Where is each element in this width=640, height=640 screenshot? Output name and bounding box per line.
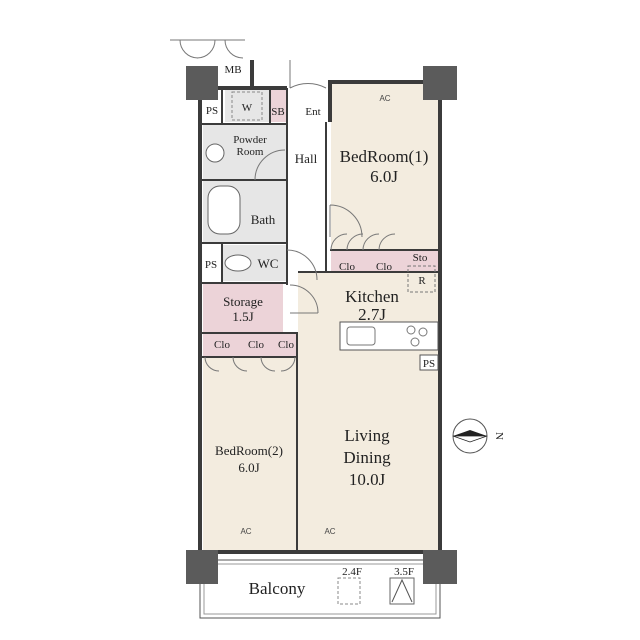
clo-bedroom2-1: Clo [214, 339, 230, 351]
bedroom1-size: 6.0J [370, 167, 398, 186]
pillar-top-right [423, 66, 457, 100]
ac-bedroom2: AC [240, 527, 251, 536]
powder-label-2: Room [237, 146, 264, 158]
bedroom1-label: BedRoom(1) [340, 147, 429, 166]
bathtub [207, 185, 241, 235]
storage-area [203, 284, 283, 332]
pillar-top-left [186, 66, 218, 100]
pillar-bottom-right [423, 550, 457, 584]
kitchen-sink [346, 326, 376, 346]
stove-burner-1 [406, 325, 416, 335]
outer-wall [198, 80, 442, 554]
refrigerator-space [407, 265, 436, 293]
hall-door-lower [286, 249, 318, 281]
floor-24-label: 2.4F [342, 566, 362, 578]
kitchen-size: 2.7J [358, 305, 386, 324]
stove-burner-3 [410, 337, 420, 347]
ent-label: Ent [305, 106, 320, 118]
entrance-door [289, 60, 327, 89]
clo-bedroom2-2: Clo [248, 339, 264, 351]
balcony-area [199, 559, 441, 619]
bath-door [254, 149, 286, 181]
balcony-rail [203, 563, 437, 615]
sb-label: SB [271, 106, 284, 118]
clo-bedroom1-1: Clo [339, 261, 355, 273]
ps-top-label: PS [206, 105, 218, 117]
top-window [170, 39, 245, 59]
ps-kitchen-label: PS [423, 358, 435, 370]
living-label-2: Dining [343, 448, 391, 467]
bedroom2-area [203, 358, 296, 550]
powder-label-1: Powder [233, 134, 267, 146]
bedroom2-label: BedRoom(2) [215, 443, 283, 458]
floor-24-hatch [337, 577, 361, 605]
kitchen-door [289, 284, 319, 314]
bedroom2-size: 6.0J [238, 460, 259, 475]
closet-bedroom2-area [203, 334, 296, 356]
wc-label: WC [258, 256, 279, 271]
stove-burner-2 [418, 327, 428, 337]
storage-size: 1.5J [232, 309, 253, 324]
ac-living: AC [324, 527, 335, 536]
bedroom1-area [331, 80, 438, 250]
kitchen-ps-box [419, 354, 439, 371]
living-size: 10.0J [349, 470, 386, 489]
floor-35-label: 3.5F [394, 566, 414, 578]
storage-label: Storage [223, 294, 263, 309]
ac-bedroom1: AC [379, 94, 390, 103]
ps-wc-label: PS [205, 259, 217, 271]
hall-label: Hall [295, 151, 318, 166]
pillar-bottom-left [186, 550, 218, 584]
interior-walls [200, 88, 438, 552]
clo-bedroom2-3: Clo [278, 339, 294, 351]
floor-35-ladder [391, 578, 413, 603]
w-label: W [242, 102, 253, 114]
compass-label: N [493, 432, 505, 440]
closet-bedroom1-area [331, 250, 438, 272]
living-label-1: Living [344, 426, 390, 445]
sto-label: Sto [413, 252, 428, 264]
sb-area [270, 90, 287, 122]
living-area [298, 350, 438, 550]
mb-label: MB [224, 64, 241, 76]
compass-icon [452, 418, 488, 454]
floor-35-hatch [389, 577, 415, 605]
toilet [224, 254, 252, 272]
kitchen-label: Kitchen [345, 287, 399, 306]
powder-sink [205, 143, 225, 163]
clo-bedroom1-2: Clo [376, 261, 392, 273]
bedroom1-door [329, 204, 363, 238]
washer-space [231, 91, 263, 121]
bath-label: Bath [251, 212, 276, 227]
balcony-label: Balcony [249, 579, 306, 598]
closet-doors-bedroom1 [330, 233, 396, 251]
closet-doors-bedroom2 [204, 356, 296, 372]
r-label: R [418, 275, 426, 287]
